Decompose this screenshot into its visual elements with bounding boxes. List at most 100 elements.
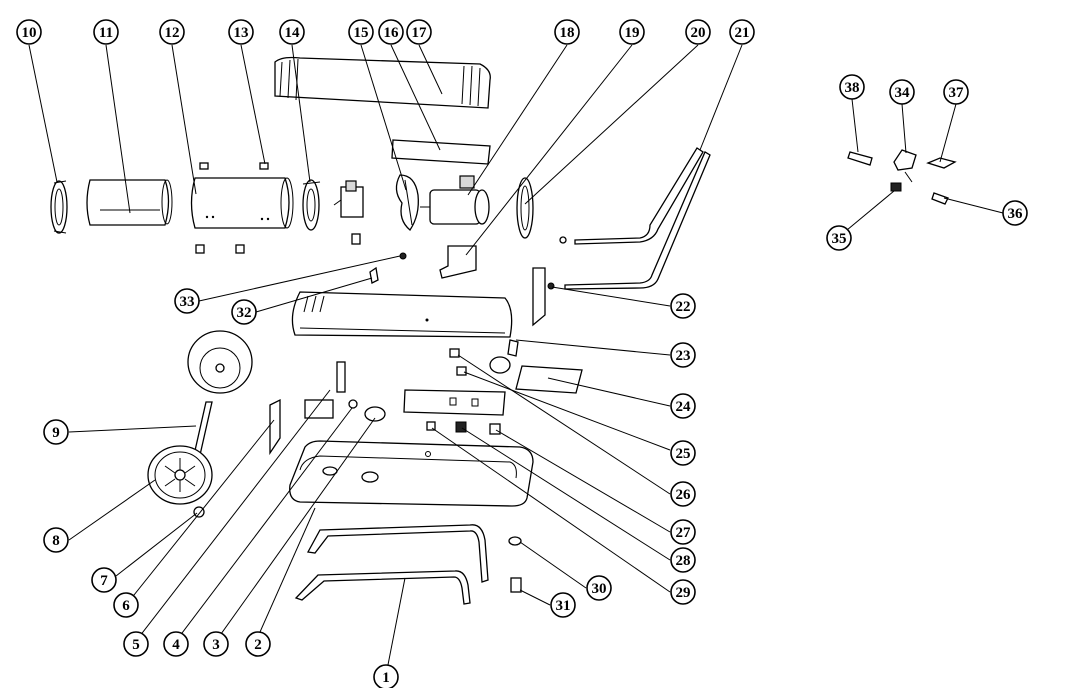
part-26-28-switches: [426, 421, 501, 435]
callout-33: 33: [174, 288, 200, 314]
callout-number: 27: [676, 525, 692, 541]
callout-circle: [889, 79, 915, 105]
part-29-control-panel: [403, 389, 506, 416]
callout-number: 36: [1008, 206, 1024, 222]
callout-number: 24: [676, 399, 692, 415]
part-18-motor: [420, 175, 490, 225]
callout-number: 15: [354, 25, 369, 41]
callout-7: 7: [91, 567, 117, 593]
part-30-31-small-parts: [508, 536, 522, 593]
part-7-nut: [193, 506, 205, 518]
callout-6: 6: [113, 592, 139, 618]
callout-number: 2: [254, 637, 262, 653]
part-lower-shell: [291, 291, 513, 338]
callout-32: 32: [231, 299, 257, 325]
part-1-base-frame: [294, 524, 489, 605]
callout-38: 38: [839, 74, 865, 100]
callout-circle: [670, 440, 696, 466]
callout-circle: [729, 19, 755, 45]
callout-circle: [348, 19, 374, 45]
callout-number: 14: [285, 25, 301, 41]
callout-circle: [279, 19, 305, 45]
callout-circle: [670, 547, 696, 573]
callout-number: 25: [676, 446, 691, 462]
callout-number: 26: [676, 487, 692, 503]
part-6-bracket: [269, 398, 281, 456]
callout-number: 10: [22, 25, 37, 41]
part-19-bracket: [439, 245, 477, 279]
callout-30: 30: [586, 575, 612, 601]
callout-10: 10: [16, 19, 42, 45]
callout-circle: [670, 519, 696, 545]
callout-5: 5: [123, 631, 149, 657]
callout-29: 29: [670, 579, 696, 605]
callout-28: 28: [670, 547, 696, 573]
part-12-combustion-chamber: [190, 162, 294, 254]
callout-circle: [43, 527, 69, 553]
callout-9: 9: [43, 419, 69, 445]
callout-26: 26: [670, 481, 696, 507]
callout-12: 12: [159, 19, 185, 45]
callout-number: 21: [735, 25, 750, 41]
callout-19: 19: [619, 19, 645, 45]
callout-20: 20: [685, 19, 711, 45]
callout-circle: [685, 19, 711, 45]
callout-circle: [554, 19, 580, 45]
part-tank: [289, 440, 534, 507]
callout-circle: [550, 592, 576, 618]
callout-circle: [619, 19, 645, 45]
part-15-pump-assembly: [333, 180, 364, 245]
callout-number: 34: [895, 85, 911, 101]
callout-25: 25: [670, 440, 696, 466]
callout-circle: [373, 664, 399, 688]
part-24-plate: [515, 365, 583, 394]
part-20-fan-guard: [516, 177, 534, 239]
part-33-32-small-parts: [369, 252, 407, 284]
callout-number: 19: [625, 25, 640, 41]
callout-number: 31: [556, 598, 571, 614]
callout-circle: [586, 575, 612, 601]
callout-number: 6: [122, 598, 130, 614]
parts-drawing: [50, 56, 957, 605]
callout-circle: [670, 342, 696, 368]
part-15-fan-blade: [395, 174, 419, 231]
callout-circle: [174, 288, 200, 314]
callout-35: 35: [826, 225, 852, 251]
callout-circle: [406, 19, 432, 45]
callout-number: 13: [234, 25, 249, 41]
part-4-cap: [364, 406, 386, 422]
callout-31: 31: [550, 592, 576, 618]
callout-number: 16: [384, 25, 400, 41]
part-9-wheel: [187, 330, 253, 394]
callout-11: 11: [93, 19, 119, 45]
callout-34: 34: [889, 79, 915, 105]
callout-circle: [16, 19, 42, 45]
part-5-filter-assembly: [304, 361, 358, 419]
callout-36: 36: [1002, 200, 1028, 226]
callout-number: 23: [676, 348, 691, 364]
callout-circle: [91, 567, 117, 593]
callout-circle: [203, 631, 229, 657]
callout-number: 35: [832, 231, 847, 247]
callout-3: 3: [203, 631, 229, 657]
callout-8: 8: [43, 527, 69, 553]
callout-number: 37: [949, 85, 965, 101]
callout-21: 21: [729, 19, 755, 45]
callout-circle: [839, 74, 865, 100]
callout-22: 22: [670, 293, 696, 319]
callout-number: 11: [99, 25, 113, 41]
callout-circle: [670, 393, 696, 419]
part-22-bracket: [532, 267, 546, 327]
callout-number: 5: [132, 637, 140, 653]
leader-lines: [28, 44, 1004, 676]
callout-circle: [670, 481, 696, 507]
callout-4: 4: [163, 631, 189, 657]
callout-16: 16: [378, 19, 404, 45]
callout-circle: [231, 299, 257, 325]
callout-circle: [159, 19, 185, 45]
callout-number: 30: [592, 581, 607, 597]
callout-37: 37: [943, 79, 969, 105]
callout-27: 27: [670, 519, 696, 545]
